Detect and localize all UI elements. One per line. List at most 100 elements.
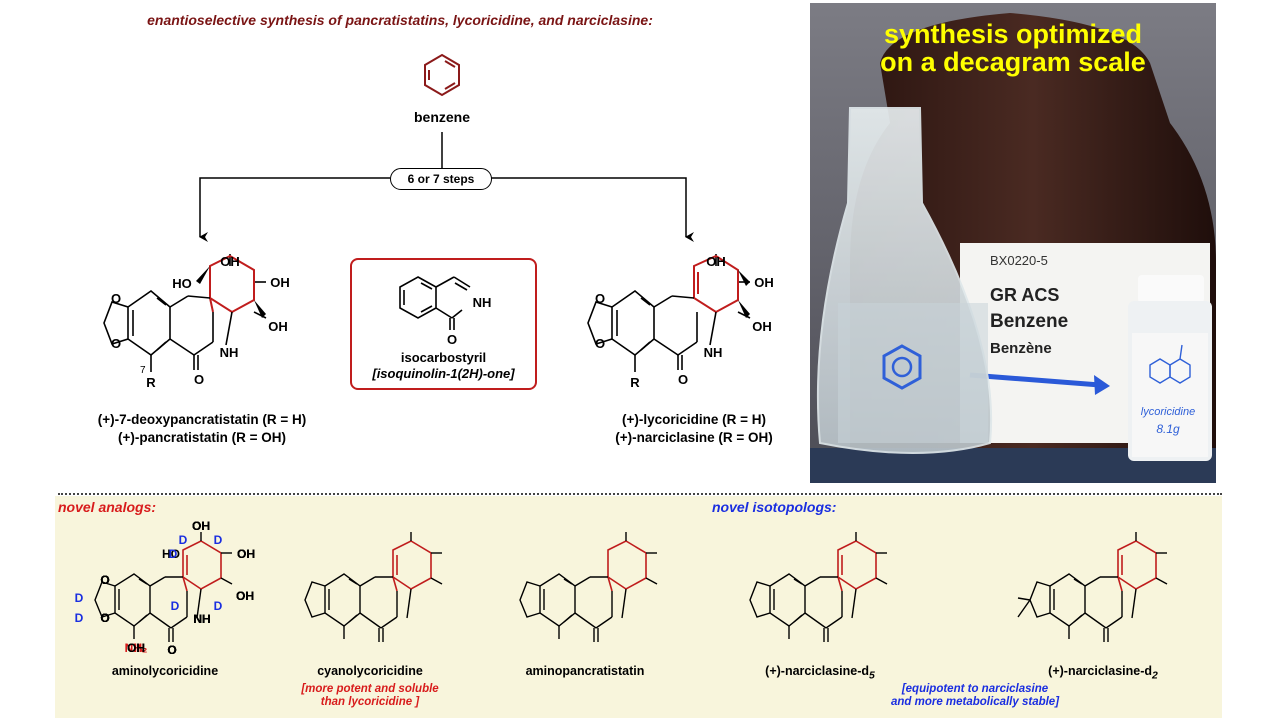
dioxole-ring [519,581,541,618]
oh-label: OH [192,519,210,533]
substituent-label: OH [127,641,145,655]
carbonyl-o-label: O [447,332,457,347]
nh-label: NH [193,612,210,626]
nh-label: NH [193,612,210,626]
bottle-grade-text: GR ACS [990,285,1059,305]
nh-label: NH [193,612,210,626]
bond [851,588,857,619]
bond [138,578,148,585]
ho-label: HO [172,276,192,291]
note-line: [equipotent to narciclasine [901,683,1049,695]
isocarbostyril-name: isocarbostyril [400,350,487,365]
oh-label: OH [236,589,254,603]
photo-caption: synthesis optimized on a decagram scale [830,20,1196,76]
cyclohexane-ring [1117,540,1157,590]
bond [170,616,188,629]
compound-subscript: 5 [869,670,875,682]
dioxole-o-label: O [100,573,109,587]
r-group-label: R [146,375,156,390]
ho-label: HO [162,547,180,561]
dioxole-o-label: O [111,336,121,351]
dioxole-o-label: O [100,611,109,625]
dioxole-ring [1029,581,1051,618]
bond [574,612,597,629]
oh-label: OH [237,547,255,561]
benzene-label: benzene [414,109,470,125]
dioxole-ring [749,581,771,618]
substituent-label: NH₂ [125,641,148,655]
note-line: than lycoricidine ] [320,696,420,708]
pancratistatin-structure [103,254,267,372]
scheme-title: enantioselective synthesis of pancratist… [147,12,653,28]
bottle-name-text: Benzene [990,311,1068,332]
bond [1084,612,1107,629]
bottle-code-text: BX0220-5 [990,253,1048,268]
bond [574,576,591,587]
oh-label: OH [237,547,255,561]
bond [875,577,888,585]
vial-label-text: lycoricidine [1141,406,1195,418]
note-line: and more metabolically stable] [890,696,1060,708]
lycoricidine-structure [587,254,751,372]
oh-label: OH [237,547,255,561]
analog-structures: OHOHOHNHOOONH₂OHOHOHNHOOOCNOHOHOHNHOOONH… [75,519,1168,657]
oh-label: OH [752,319,772,334]
oh-label: OH [236,589,254,603]
oh-label: OH [192,519,210,533]
dioxole-o-label: O [100,611,109,625]
bond [1131,588,1137,619]
analog-molecule [749,532,888,642]
compound-name-text: (+)-narciclasine-d [765,664,870,678]
bond [1117,576,1123,592]
photo-illustration: BX0220-5 GR ACS Benzene Benzène lycorici… [810,3,1216,483]
substituent-label: OH [127,641,145,655]
bond [645,577,658,585]
carbonyl-o-label: O [678,372,688,387]
bond [348,614,358,623]
carbonyl-o-label: O [194,372,204,387]
cyclohexane-ring [182,540,222,590]
oh-label: OH [220,254,240,269]
oh-label: OH [237,547,255,561]
bond [182,576,188,592]
dioxole-o-label: O [100,611,109,625]
dioxole-ring [94,581,116,618]
isocarbostyril-iupac: [isoquinolin-1(2H)-one] [372,366,515,381]
bond [607,576,613,592]
deuterium-label: D [171,599,180,613]
analog-molecule [304,532,443,642]
position-7-label: 7 [140,365,146,376]
bond [149,576,166,587]
deuterium-label: D [75,591,84,605]
right-product-line2: (+)-narciclasine (R = OH) [615,430,773,445]
nh-label: NH [473,295,492,310]
bond [1073,614,1083,623]
dioxole-o-label: O [100,573,109,587]
oh-label: OH [236,589,254,603]
bond [392,576,398,592]
bond [1017,597,1031,601]
oh-label: OH [754,275,774,290]
analogs-heading: novel analogs: [58,499,157,515]
deuterium-label: D [179,533,188,547]
lab-photo: BX0220-5 GR ACS Benzene Benzène lycorici… [810,3,1216,483]
bond [804,612,827,629]
bond [359,612,382,629]
nh-label: NH [704,345,723,360]
steps-label: 6 or 7 steps [390,168,492,190]
bond [406,588,412,619]
bond [837,576,843,592]
vial-mass-text: 8.1g [1156,422,1180,436]
carbonyl-o-label: O [167,643,176,657]
oh-label: OH [268,319,288,334]
compound-name: aminopancratistatin [525,664,645,678]
isocarbostyril-structure: NH O [399,276,492,347]
left-product-line1: (+)-7-deoxypancratistatin (R = H) [98,412,307,427]
isocarbostyril-box: NH O isocarbostyril [isoquinolin-1(2H)-o… [350,258,537,390]
nh-label: NH [193,612,210,626]
carbonyl-o-label: O [167,643,176,657]
dioxole-o-label: O [100,573,109,587]
oh-label: OH [236,589,254,603]
compound-name: (+)-narciclasine-d5 [735,664,905,682]
bond [430,577,443,585]
